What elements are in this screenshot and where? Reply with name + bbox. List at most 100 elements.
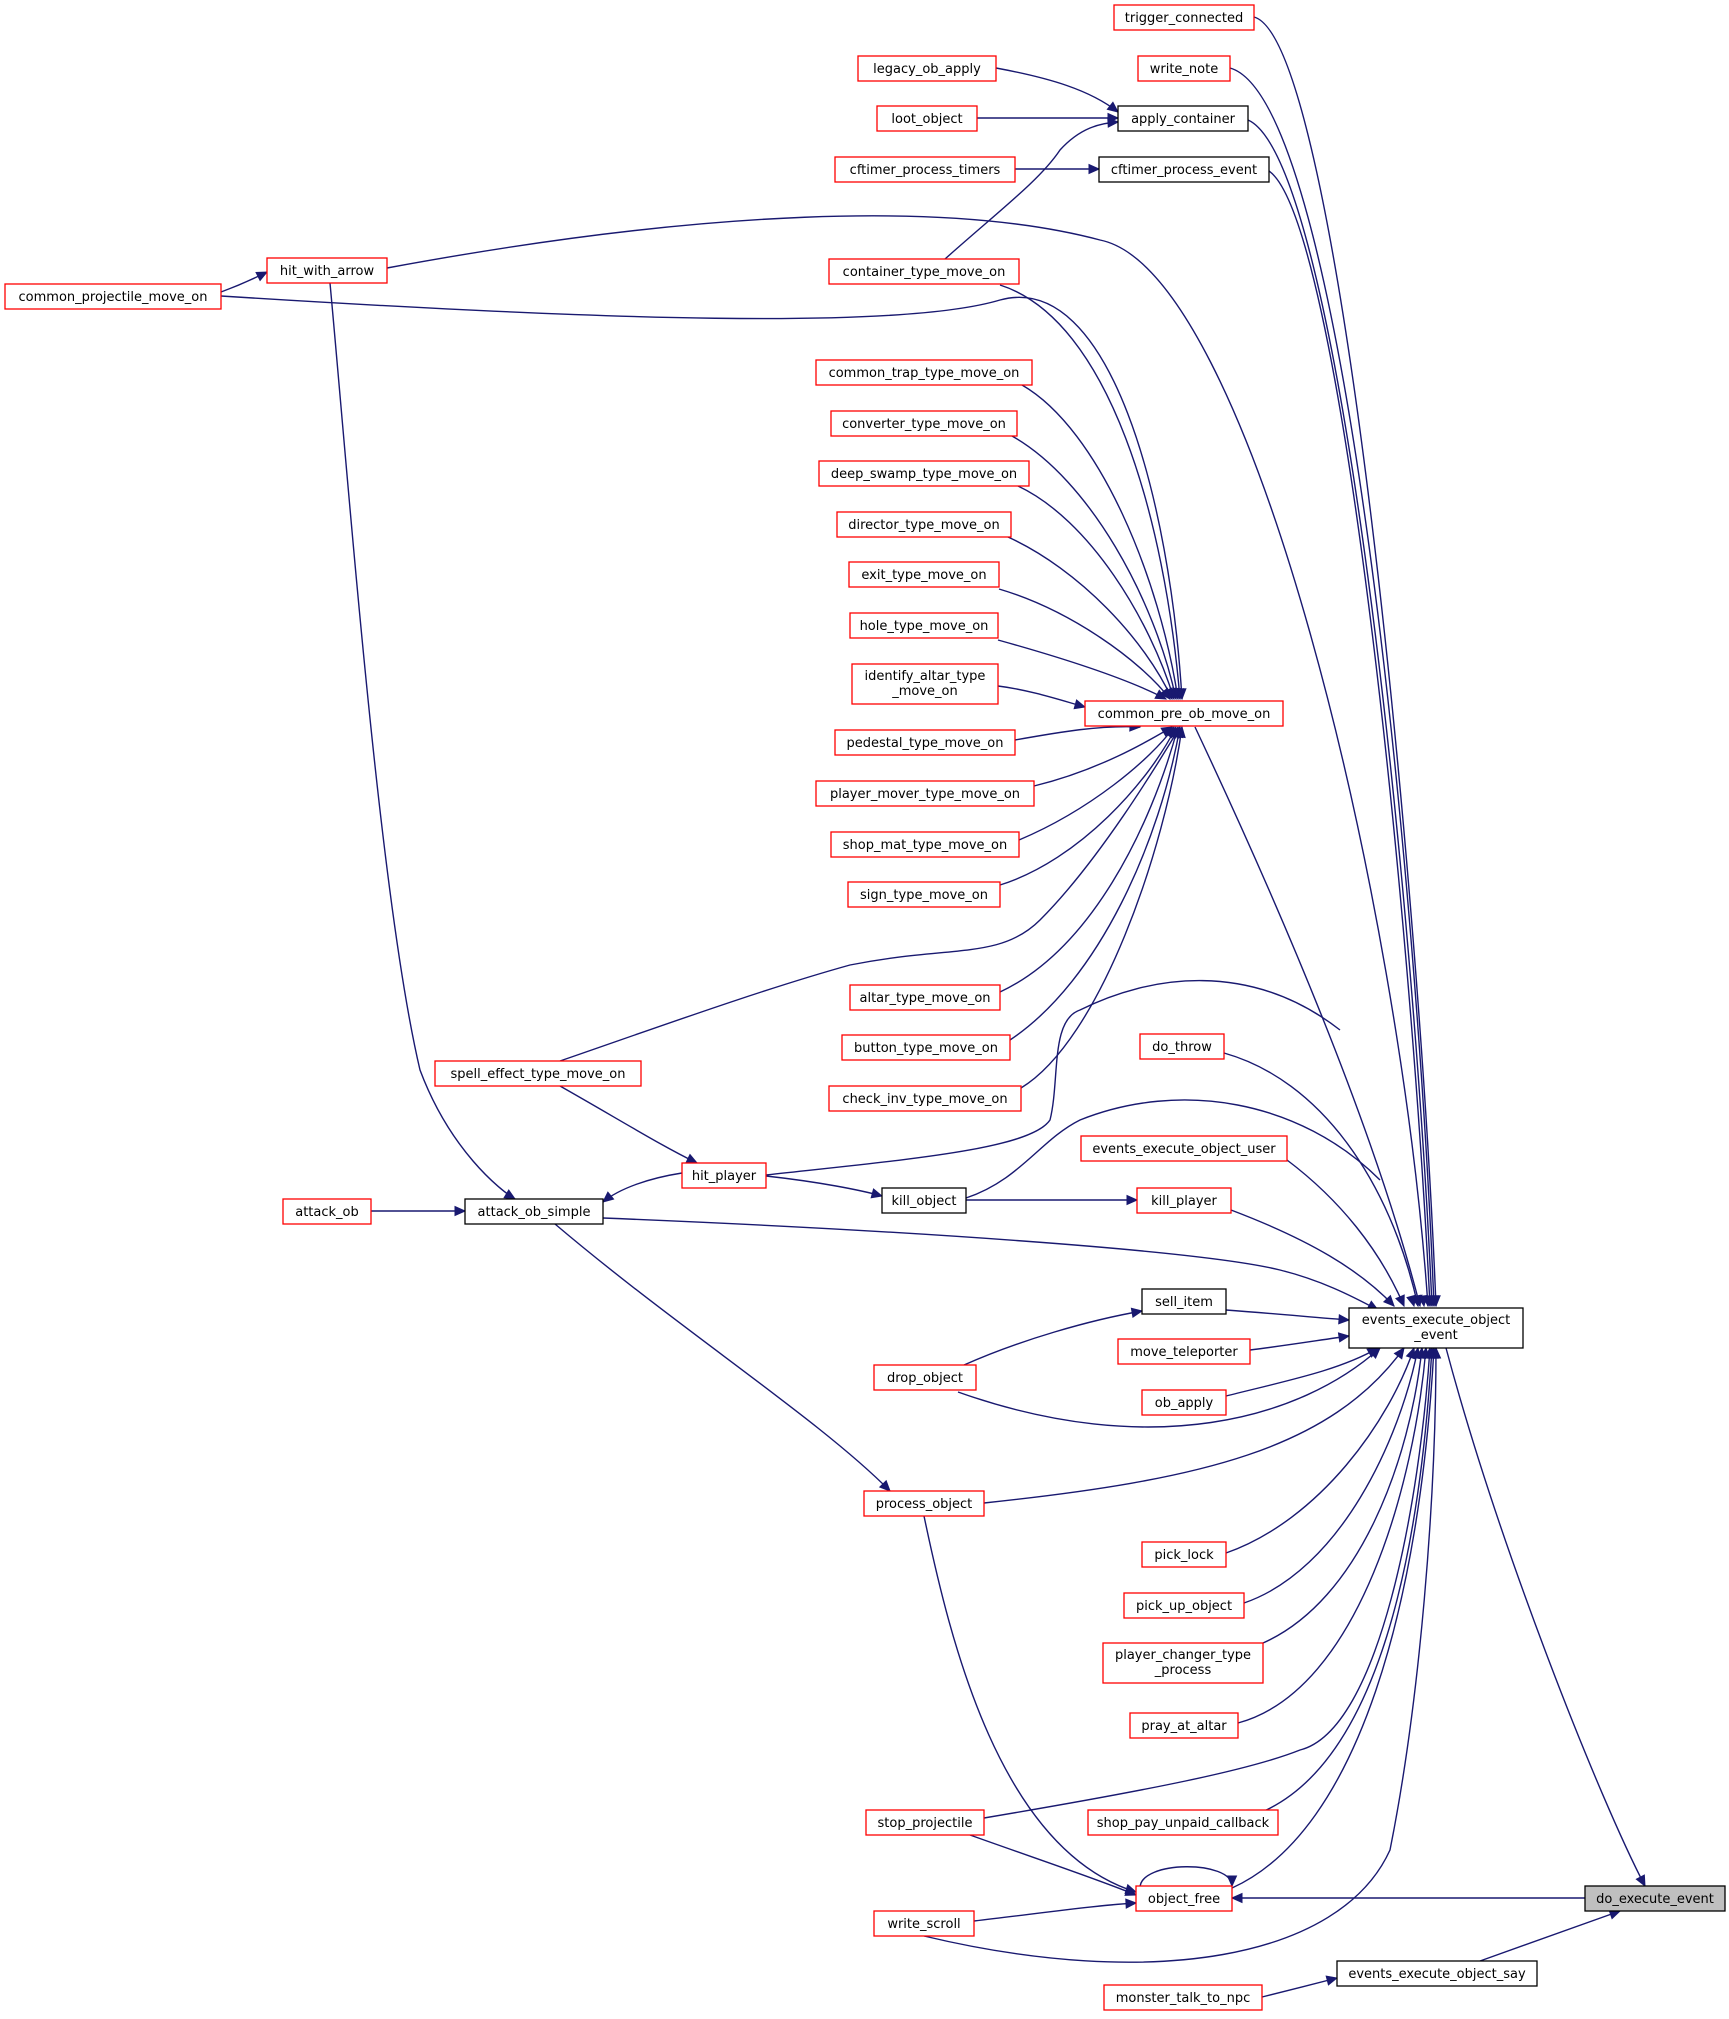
node-move-teleporter[interactable]: move_teleporter [1117, 1338, 1251, 1365]
node-kill-player[interactable]: kill_player [1136, 1187, 1232, 1214]
call-edge-hit_player-to-events_execute_object_event [765, 979, 1428, 1308]
call-edge-button_type_move_on-to-common_pre_ob_move_on [1009, 725, 1184, 1041]
node-box [847, 881, 1001, 908]
node-layer: trigger_connected write_note legacy_ob_app… [4, 4, 1726, 2011]
node-label: events_execute_object_say [1348, 1967, 1526, 1982]
node-box [851, 663, 999, 705]
call-edge-identify_altar_type_move_on-to-common_pre_ob_move_on [997, 685, 1087, 710]
node-deep-swamp-type-move-on[interactable]: deep_swamp_type_move_on [818, 460, 1030, 487]
node-player-mover-type-move-on[interactable]: player_mover_type_move_on [815, 780, 1035, 807]
call-edge-attack_ob_simple-to-events_execute_object_event [602, 1217, 1380, 1311]
node-container-type-move-on[interactable]: container_type_move_on [828, 258, 1020, 285]
node-label: director_type_move_on [848, 518, 1000, 533]
node-hole-type-move-on[interactable]: hole_type_move_on [849, 612, 999, 639]
node-box [1137, 55, 1231, 82]
node-label: hit_player [692, 1169, 757, 1184]
node-box [1584, 1885, 1726, 1912]
node-box [1113, 4, 1255, 31]
node-box [876, 105, 978, 132]
node-box [4, 283, 222, 310]
node-legacy-ob-apply[interactable]: legacy_ob_apply [857, 55, 997, 82]
node-label: _move_on [891, 684, 958, 699]
node-converter-type-move-on[interactable]: converter_type_move_on [830, 410, 1018, 437]
node-stop-projectile[interactable]: stop_projectile [865, 1809, 985, 1836]
call-edge-exit_type_move_on-to-common_pre_ob_move_on [998, 588, 1171, 700]
call-edge-sell_item-to-events_execute_object_event [1225, 1309, 1351, 1325]
node-box [434, 1060, 642, 1087]
node-process-object[interactable]: process_object [863, 1490, 985, 1517]
call-edge-write_scroll-to-events_execute_object_event [923, 1346, 1442, 1963]
node-box [849, 612, 999, 639]
node-label: kill_player [1151, 1194, 1217, 1209]
node-drop-object[interactable]: drop_object [873, 1364, 977, 1391]
node-hit-with-arrow[interactable]: hit_with_arrow [266, 257, 388, 284]
node-sell-item[interactable]: sell_item [1141, 1288, 1227, 1315]
node-label: hole_type_move_on [860, 619, 989, 634]
node-events-execute-object-event[interactable]: events_execute_object_event [1348, 1307, 1524, 1349]
node-do-throw[interactable]: do_throw [1139, 1033, 1225, 1060]
node-label: deep_swamp_type_move_on [831, 467, 1017, 482]
node-label: sign_type_move_on [860, 888, 988, 903]
node-director-type-move-on[interactable]: director_type_move_on [836, 511, 1012, 538]
node-write-note[interactable]: write_note [1137, 55, 1231, 82]
node-shop-pay-unpaid-callback[interactable]: shop_pay_unpaid_callback [1087, 1809, 1279, 1836]
node-label: _process [1154, 1663, 1212, 1678]
node-box [1084, 700, 1284, 727]
call-edge-do_execute_event-to-object_free [1230, 1892, 1585, 1904]
node-apply-container[interactable]: apply_container [1117, 105, 1249, 132]
node-button-type-move-on[interactable]: button_type_move_on [841, 1034, 1011, 1061]
node-pray-at-altar[interactable]: pray_at_altar [1129, 1712, 1239, 1739]
node-cftimer-process-timers[interactable]: cftimer_process_timers [834, 156, 1016, 183]
node-label: pick_lock [1154, 1548, 1214, 1563]
node-monster-talk-to-npc[interactable]: monster_talk_to_npc [1103, 1984, 1263, 2011]
call-edge-object_free-to-object_free [1139, 1866, 1238, 1889]
node-attack-ob-simple[interactable]: attack_ob_simple [464, 1198, 604, 1225]
node-box [873, 1364, 977, 1391]
node-label: exit_type_move_on [861, 568, 986, 583]
node-box [1102, 1642, 1264, 1684]
node-box [1336, 1960, 1538, 1987]
node-events-execute-object-user[interactable]: events_execute_object_user [1080, 1135, 1288, 1162]
call-edge-trigger_connected-to-events_execute_object_event [1253, 16, 1441, 1308]
node-label: spell_effect_type_move_on [451, 1067, 626, 1082]
node-label: apply_container [1131, 112, 1236, 127]
node-shop-mat-type-move-on[interactable]: shop_mat_type_move_on [830, 831, 1020, 858]
node-altar-type-move-on[interactable]: altar_type_move_on [849, 984, 1001, 1011]
node-hit-player[interactable]: hit_player [681, 1162, 767, 1189]
node-label: check_inv_type_move_on [842, 1092, 1007, 1107]
node-box [1141, 1389, 1227, 1416]
node-common-pre-ob-move-on[interactable]: common_pre_ob_move_on [1084, 700, 1284, 727]
call-edge-do_throw-to-events_execute_object_event [1223, 1052, 1421, 1308]
call-edge-kill_object-to-events_execute_object_event [965, 1099, 1417, 1308]
node-label: write_note [1150, 62, 1218, 77]
node-object-free[interactable]: object_free [1135, 1885, 1233, 1912]
node-write-scroll[interactable]: write_scroll [873, 1910, 975, 1937]
node-exit-type-move-on[interactable]: exit_type_move_on [848, 561, 1000, 588]
node-sign-type-move-on[interactable]: sign_type_move_on [847, 881, 1001, 908]
node-label: sell_item [1155, 1295, 1213, 1310]
call-edge-spell_effect_type_move_on-to-hit_player [559, 1085, 699, 1164]
node-identify-altar-type-move-on[interactable]: identify_altar_type_move_on [851, 663, 999, 705]
node-cftimer-process-event[interactable]: cftimer_process_event [1098, 156, 1270, 183]
node-common-projectile-move-on[interactable]: common_projectile_move_on [4, 283, 222, 310]
node-pedestal-type-move-on[interactable]: pedestal_type_move_on [834, 729, 1016, 756]
node-pick-up-object[interactable]: pick_up_object [1123, 1592, 1245, 1619]
node-check-inv-type-move-on[interactable]: check_inv_type_move_on [828, 1085, 1022, 1112]
node-common-trap-type-move-on[interactable]: common_trap_type_move_on [815, 359, 1033, 386]
node-box [863, 1490, 985, 1517]
node-events-execute-object-say[interactable]: events_execute_object_say [1336, 1960, 1538, 1987]
call-edge-altar_type_move_on-to-common_pre_ob_move_on [999, 725, 1181, 993]
node-trigger-connected[interactable]: trigger_connected [1113, 4, 1255, 31]
node-loot-object[interactable]: loot_object [876, 105, 978, 132]
node-player-changer-type-process[interactable]: player_changer_type_process [1102, 1642, 1264, 1684]
node-spell-effect-type-move-on[interactable]: spell_effect_type_move_on [434, 1060, 642, 1087]
node-ob-apply[interactable]: ob_apply [1141, 1389, 1227, 1416]
node-label: monster_talk_to_npc [1116, 1991, 1250, 2006]
node-label: stop_projectile [878, 1816, 973, 1831]
call-edge-hit_player-to-kill_object [765, 1175, 884, 1199]
node-label: pray_at_altar [1141, 1719, 1227, 1734]
node-pick-lock[interactable]: pick_lock [1141, 1541, 1227, 1568]
node-kill-object[interactable]: kill_object [881, 1187, 967, 1214]
node-attack-ob[interactable]: attack_ob [282, 1198, 372, 1225]
node-label: pedestal_type_move_on [847, 736, 1004, 751]
